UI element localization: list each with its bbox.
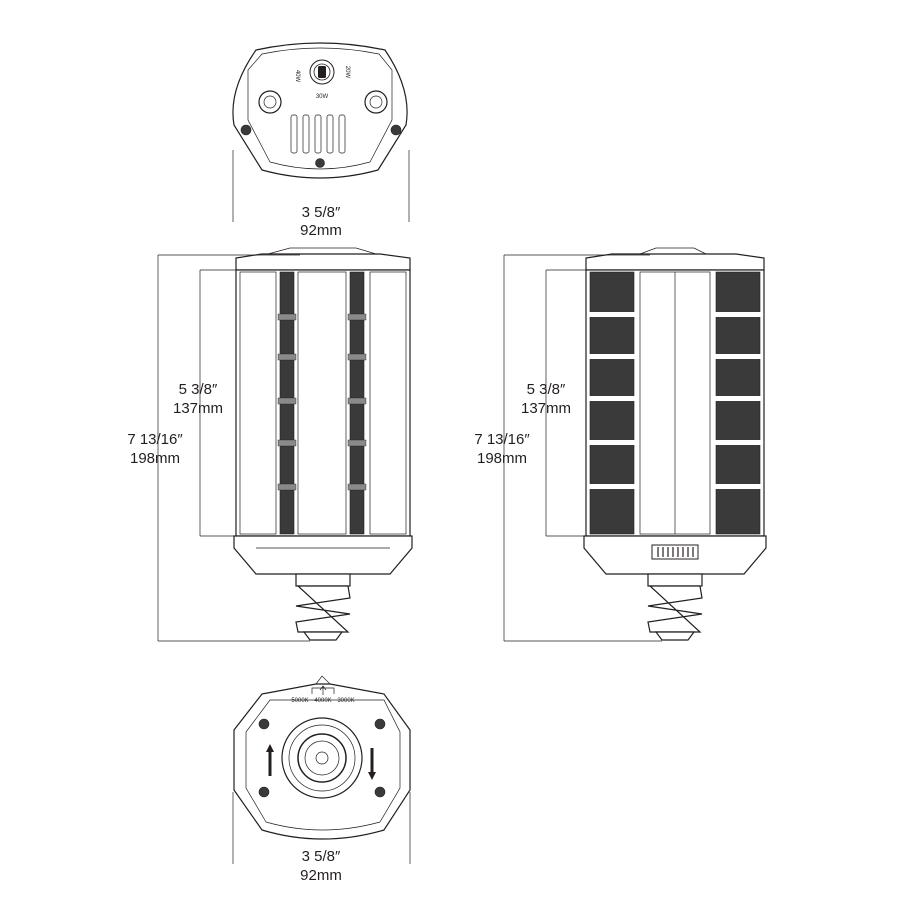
front-view: 5 3/8″ 137mm 7 13/16″ 198mm	[127, 247, 413, 642]
screw-icon	[258, 786, 270, 798]
side-total-height-inches: 7 13/16″	[474, 431, 530, 448]
cct-label-4000k: 4000K	[314, 698, 331, 704]
screw-icon	[390, 124, 402, 136]
screw-icon	[240, 124, 252, 136]
cct-switch	[651, 544, 699, 560]
front-body-height-mm: 137mm	[173, 400, 223, 417]
top-view: 40W 20W 30W 3 5/8″ 92mm	[232, 42, 410, 239]
screw-icon	[258, 718, 270, 730]
fin-bank-right	[715, 271, 761, 535]
wattage-label-left: 40W	[294, 70, 300, 83]
front-total-height-inches: 7 13/16″	[127, 431, 183, 448]
front-total-height-mm: 198mm	[130, 450, 180, 467]
bottom-view: 5000K 4000K 3000K 3 5/8″ 92mm	[232, 675, 411, 884]
screw-icon	[374, 786, 386, 798]
side-body-height-mm: 137mm	[521, 400, 571, 417]
wattage-label-bottom: 30W	[316, 94, 329, 100]
side-body-height-inches: 5 3/8″	[527, 381, 566, 398]
top-width-inches: 3 5/8″	[302, 204, 341, 221]
fin-bank-left	[589, 271, 635, 535]
cct-label-3000k: 3000K	[337, 698, 354, 704]
side-view: 5 3/8″ 137mm 7 13/16″ 198mm	[474, 247, 767, 642]
side-total-height-mm: 198mm	[477, 450, 527, 467]
screw-icon	[315, 158, 325, 168]
wattage-label-right: 20W	[344, 66, 350, 79]
front-body-height-inches: 5 3/8″	[179, 381, 218, 398]
top-width-mm: 92mm	[300, 222, 342, 239]
bottom-width-mm: 92mm	[300, 867, 342, 884]
bottom-width-inches: 3 5/8″	[302, 848, 341, 865]
vent-slots	[290, 114, 346, 154]
cct-label-5000k: 5000K	[291, 698, 308, 704]
arrow-up-icon	[319, 685, 327, 695]
screw-icon	[374, 718, 386, 730]
